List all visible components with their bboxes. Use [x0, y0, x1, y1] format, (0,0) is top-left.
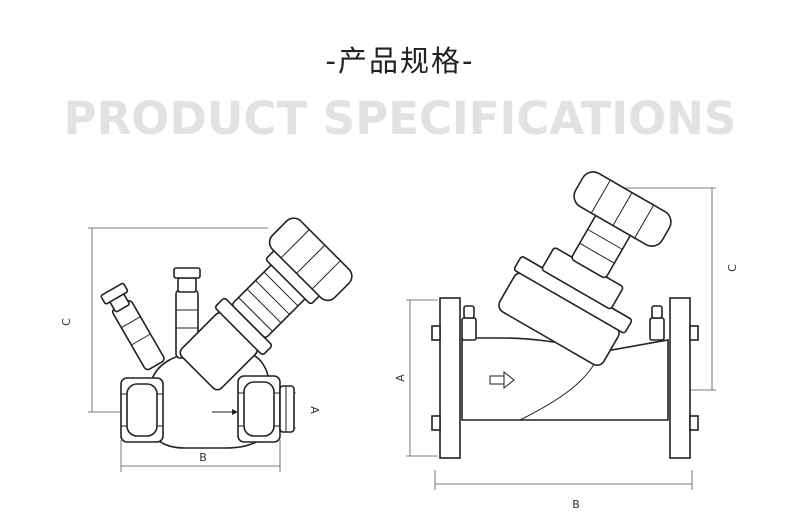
page-title: -产品规格-	[325, 44, 475, 78]
right-dim-a-label: A	[394, 374, 407, 382]
page-subtitle: PRODUCT SPECIFICATIONS	[63, 92, 737, 145]
left-dim-a-label: A	[308, 406, 321, 414]
left-dim-c-label: C	[60, 318, 73, 326]
right-dim-b-label: B	[572, 498, 580, 511]
right-dim-c-label: C	[726, 264, 739, 272]
left-dim-b-label: B	[199, 451, 207, 464]
flanged-valve-drawing: A B C	[394, 171, 739, 511]
threaded-valve-drawing: C B A	[60, 217, 353, 472]
